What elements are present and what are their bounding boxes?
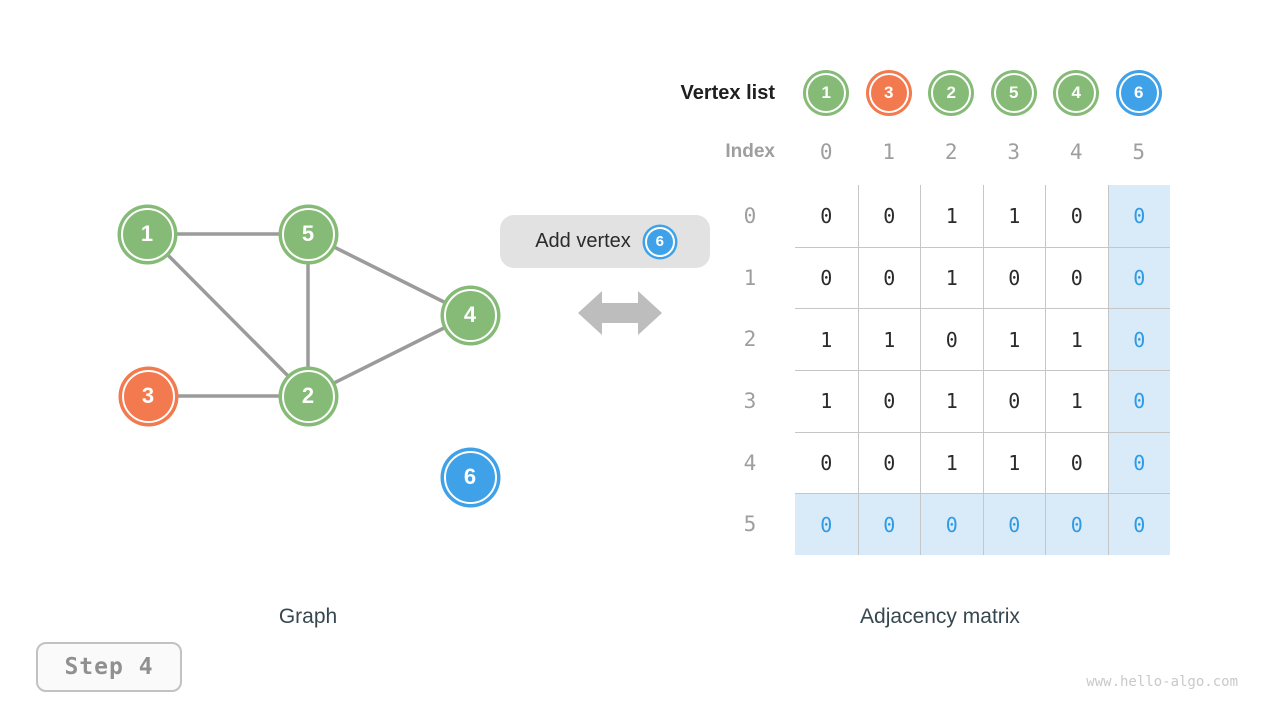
matrix-cell-5-3: 0 [982,493,1045,555]
vertex-6-badge: 6 [644,226,675,257]
vertex-list-item-3: 3 [868,73,909,113]
graph-node-5: 5 [281,207,335,261]
index-cell-1: 1 [882,140,896,164]
add-vertex-chip[interactable]: Add vertex 6 [500,215,710,268]
matrix-caption: Adjacency matrix [860,605,1020,628]
matrix-cell-2-3: 1 [982,308,1045,370]
matrix-cell-1-4: 0 [1045,246,1108,309]
matrix-cell-0-1: 0 [857,185,920,247]
matrix-cell-4-1: 0 [857,431,920,494]
matrix-row-label-5: 5 [743,512,757,537]
matrix-cell-5-5: 0 [1107,493,1170,555]
matrix-row-label-4: 4 [743,450,757,475]
index-cell-5: 5 [1132,140,1146,164]
matrix-cell-5-0: 0 [795,493,858,555]
matrix-cell-0-0: 0 [795,185,858,247]
graph-edge-1-2 [145,232,310,398]
graph-node-4: 4 [443,288,497,342]
graph-node-2: 2 [281,369,335,423]
matrix-cell-2-4: 1 [1045,308,1108,370]
vertex-list-item-1: 1 [806,73,847,113]
vertex-list-item-6: 6 [1118,73,1159,113]
graph-node-3: 3 [121,369,175,423]
matrix-cell-1-0: 0 [795,246,858,309]
graph-node-1: 1 [120,207,174,261]
matrix-row-label-2: 2 [743,327,757,352]
step-badge: Step 4 [36,642,182,692]
matrix-cell-0-5: 0 [1107,185,1170,247]
index-cell-4: 4 [1069,140,1083,164]
matrix-cell-3-0: 1 [795,370,858,432]
index-label: Index [725,141,775,162]
matrix-cell-3-1: 0 [857,370,920,432]
matrix-cell-1-5: 0 [1107,246,1170,309]
matrix-cell-1-1: 0 [857,246,920,309]
matrix-cell-3-3: 0 [982,370,1045,432]
matrix-row-label-3: 3 [743,389,757,413]
matrix-row-label-1: 1 [743,265,757,290]
matrix-cell-3-5: 0 [1107,370,1170,432]
vertex-list-item-5: 5 [993,73,1034,113]
add-vertex-label: Add vertex [535,230,631,252]
matrix-cell-0-3: 1 [982,185,1045,247]
matrix-cell-4-3: 1 [982,431,1045,494]
index-cell-3: 3 [1007,140,1021,164]
matrix-cell-5-2: 0 [920,493,983,555]
watermark: www.hello-algo.com [1086,674,1238,690]
matrix-cell-1-3: 0 [982,246,1045,309]
graph-node-6: 6 [443,450,497,504]
matrix-cell-2-0: 1 [795,308,858,370]
matrix-cell-2-2: 0 [920,308,983,370]
vertex-list-item-2: 2 [931,73,972,113]
matrix-cell-3-4: 1 [1045,370,1108,432]
graph-caption: Graph [278,605,338,628]
matrix-cell-4-4: 0 [1045,431,1108,494]
matrix-cell-4-5: 0 [1107,431,1170,494]
matrix-cell-0-4: 0 [1045,185,1108,247]
matrix-cell-1-2: 1 [920,246,983,309]
vertex-list-label: Vertex list [680,82,775,104]
matrix-cell-2-1: 1 [857,308,920,370]
vertex-6-badge-label: 6 [655,233,664,250]
matrix-cell-4-2: 1 [920,431,983,494]
vertex-list-item-4: 4 [1056,73,1097,113]
matrix-cell-3-2: 1 [920,370,983,432]
matrix-row-label-0: 0 [743,204,757,228]
index-cell-2: 2 [944,140,958,164]
matrix-cell-2-5: 0 [1107,308,1170,370]
index-cell-0: 0 [819,140,833,164]
matrix-cell-4-0: 0 [795,431,858,494]
matrix-cell-5-1: 0 [857,493,920,555]
matrix-cell-5-4: 0 [1045,493,1108,555]
left-right-arrow-icon [578,291,662,335]
matrix-cell-0-2: 1 [920,185,983,247]
